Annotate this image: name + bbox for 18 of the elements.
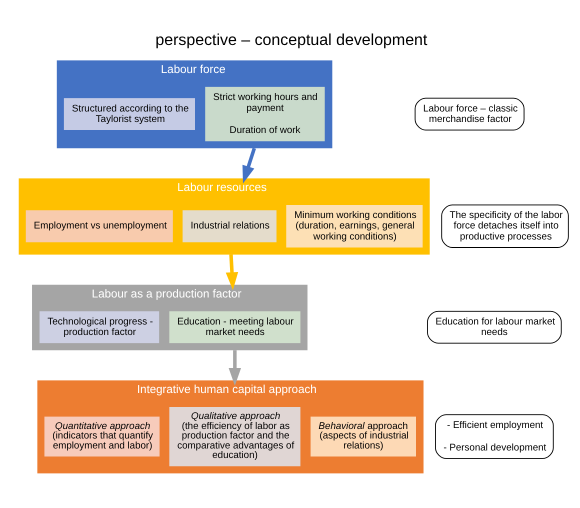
node-box: Structured according to the Taylorist system (64, 98, 195, 130)
node-box: Industrial relations (182, 210, 276, 242)
arrow (242, 147, 256, 184)
node-box: The specificity of the labor force detaches itself into productive processes (441, 204, 569, 248)
node-box: Quantitative approach (indicators that quantify employment and labor) (44, 416, 160, 456)
node-box: Behavioral approach (aspects of industrial relations) (310, 416, 416, 456)
node-box: Technological progress - production factor (40, 310, 160, 343)
node-box: Education - meeting labour market needs (169, 310, 300, 343)
node-box: Qualitative approach (the efficiency of labor as production factor and the comparative advantages of education) (169, 406, 300, 466)
node-box: Education for labour market needs (427, 310, 562, 344)
diagram-title: perspective – conceptual development (155, 31, 428, 48)
arrow (228, 350, 242, 386)
node-box: Minimum working conditions (duration, earnings, general working conditions) (286, 204, 423, 247)
node-box: - Efficient employment - Personal development (435, 414, 554, 458)
node-box: Strict working hours and payment Duration of work (205, 86, 325, 141)
arrow (226, 254, 238, 290)
node-box: Labour force – classic merchandise factor (414, 97, 524, 130)
node-box: Employment vs unemployment (26, 210, 173, 242)
